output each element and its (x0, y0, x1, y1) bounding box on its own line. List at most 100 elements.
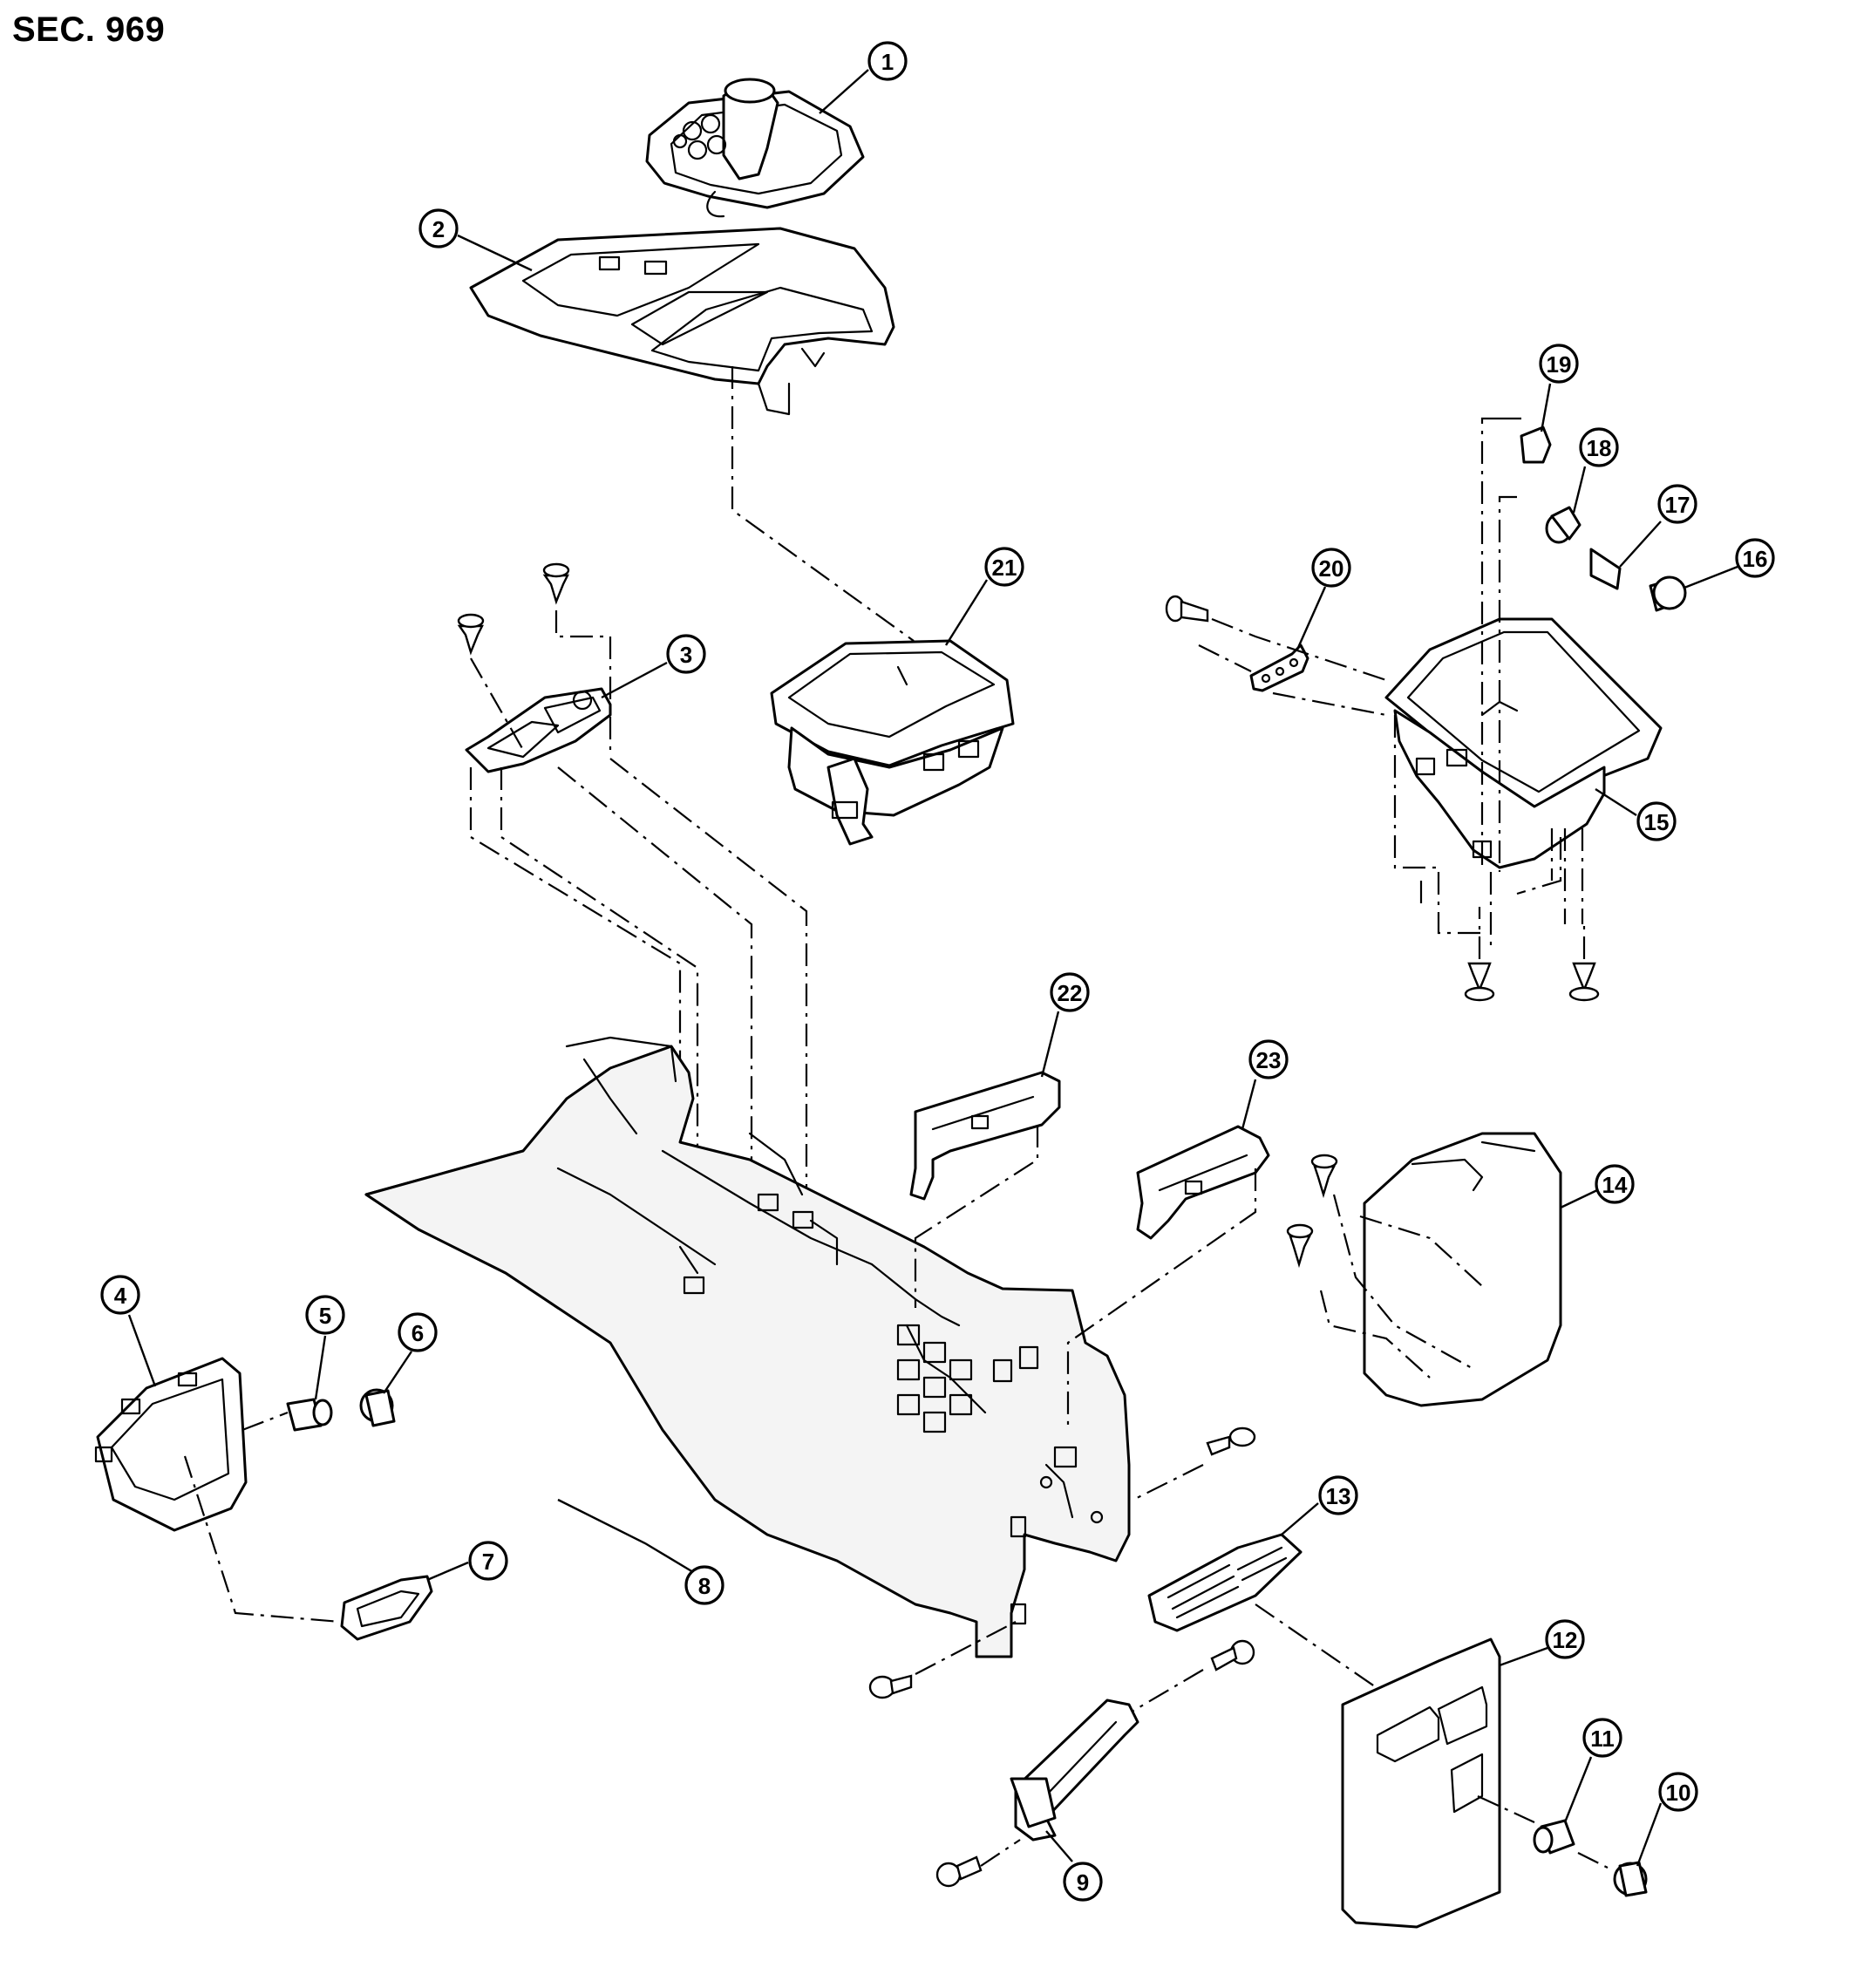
leader-2 (457, 234, 533, 272)
callout-5: 5 (305, 1295, 345, 1335)
callout-number: 18 (1587, 435, 1612, 461)
callout-18: 18 (1579, 427, 1619, 467)
callout-number: 22 (1058, 980, 1083, 1006)
part-console-lid (1286, 1132, 1562, 1407)
screws-body (868, 1426, 1256, 1699)
callout-4: 4 (100, 1275, 140, 1315)
part-switch-bracket (457, 562, 808, 1238)
callout-circle (867, 41, 908, 81)
leader-23 (1241, 1079, 1257, 1130)
callout-12: 12 (1545, 1619, 1585, 1659)
callout-circle (398, 1312, 438, 1352)
callout-circle (1657, 484, 1697, 524)
callout-circle (468, 1541, 508, 1581)
callout-9: 9 (1063, 1862, 1103, 1902)
callout-number: 7 (482, 1549, 494, 1575)
callout-circle (984, 547, 1024, 587)
callout-circle (1595, 1164, 1635, 1204)
callout-circle (305, 1295, 345, 1335)
callout-number: 3 (680, 642, 692, 668)
callout-21: 21 (984, 547, 1024, 587)
part-console-finisher (469, 227, 915, 642)
callout-number: 8 (698, 1573, 711, 1599)
callout-number: 4 (114, 1283, 127, 1309)
callout-number: 11 (1590, 1726, 1615, 1752)
callout-circle (1539, 344, 1579, 384)
part-bracket-20 (1165, 586, 1387, 717)
callout-circle (684, 1565, 724, 1605)
leader-15 (1595, 787, 1637, 817)
part-console-box (1384, 617, 1663, 946)
part-console-body (364, 1036, 1131, 1658)
callout-number: 6 (412, 1320, 424, 1346)
callout-number: 10 (1666, 1780, 1691, 1806)
callout-circle (1063, 1862, 1103, 1902)
callout-circle (418, 208, 459, 248)
part-socket-10-11 (1533, 1756, 1663, 1897)
leader-22 (1040, 1011, 1060, 1078)
callout-circle (1658, 1772, 1698, 1812)
callout-circle (1050, 972, 1090, 1012)
callout-20: 20 (1311, 548, 1351, 588)
callout-1: 1 (867, 41, 908, 81)
callout-number: 19 (1547, 351, 1572, 378)
callout-3: 3 (666, 634, 706, 674)
callout-number: 1 (881, 49, 894, 75)
part-shift-finisher (645, 78, 865, 218)
callout-number: 21 (992, 555, 1017, 581)
part-rear-finisher (1341, 1637, 1548, 1929)
callout-number: 14 (1602, 1172, 1628, 1198)
callout-circle (1545, 1619, 1585, 1659)
callout-14: 14 (1595, 1164, 1635, 1204)
callout-number: 23 (1256, 1047, 1282, 1073)
callout-circle (1579, 427, 1619, 467)
leader-21 (944, 579, 989, 646)
callout-19: 19 (1539, 344, 1579, 384)
callout-circle (1735, 538, 1775, 578)
callout-circle (1318, 1475, 1358, 1515)
part-cup-holder (770, 639, 1015, 846)
callout-17: 17 (1657, 484, 1697, 524)
part-bracket-22 (909, 1071, 1061, 1308)
callout-number: 9 (1077, 1869, 1089, 1896)
callout-23: 23 (1248, 1039, 1289, 1079)
callout-circle (100, 1275, 140, 1315)
callout-10: 10 (1658, 1772, 1698, 1812)
part-tray-7 (340, 1561, 469, 1641)
callout-circle (1582, 1718, 1622, 1758)
callout-22: 22 (1050, 972, 1090, 1012)
callout-number: 16 (1743, 546, 1768, 572)
callout-number: 17 (1665, 492, 1690, 518)
section-label: SEC. 969 (12, 10, 166, 49)
part-socket-group (1480, 383, 1738, 872)
callout-circle (1636, 801, 1677, 841)
part-socket-5-6 (241, 1335, 412, 1432)
leader-14 (1560, 1188, 1598, 1209)
part-rear-vent (1147, 1502, 1396, 1701)
callout-15: 15 (1636, 801, 1677, 841)
callout-number: 5 (319, 1303, 331, 1329)
callout-circle (1311, 548, 1351, 588)
callout-number: 2 (432, 216, 445, 242)
callout-number: 13 (1326, 1483, 1351, 1509)
callout-16: 16 (1735, 538, 1775, 578)
callout-8: 8 (684, 1565, 724, 1605)
callout-11: 11 (1582, 1718, 1622, 1758)
callout-2: 2 (418, 208, 459, 248)
leader-1 (819, 69, 869, 114)
callout-7: 7 (468, 1541, 508, 1581)
callout-number: 12 (1553, 1627, 1578, 1653)
leader-3 (601, 661, 668, 699)
callout-circle (1248, 1039, 1289, 1079)
part-bracket-23 (1066, 1125, 1270, 1430)
callout-circle (666, 634, 706, 674)
callout-6: 6 (398, 1312, 438, 1352)
leader-8 (557, 1498, 694, 1574)
part-bracket-9 (935, 1639, 1255, 1888)
callout-number: 15 (1644, 809, 1670, 835)
callout-number: 20 (1319, 555, 1344, 582)
callout-13: 13 (1318, 1475, 1358, 1515)
part-front-pocket (94, 1314, 341, 1624)
